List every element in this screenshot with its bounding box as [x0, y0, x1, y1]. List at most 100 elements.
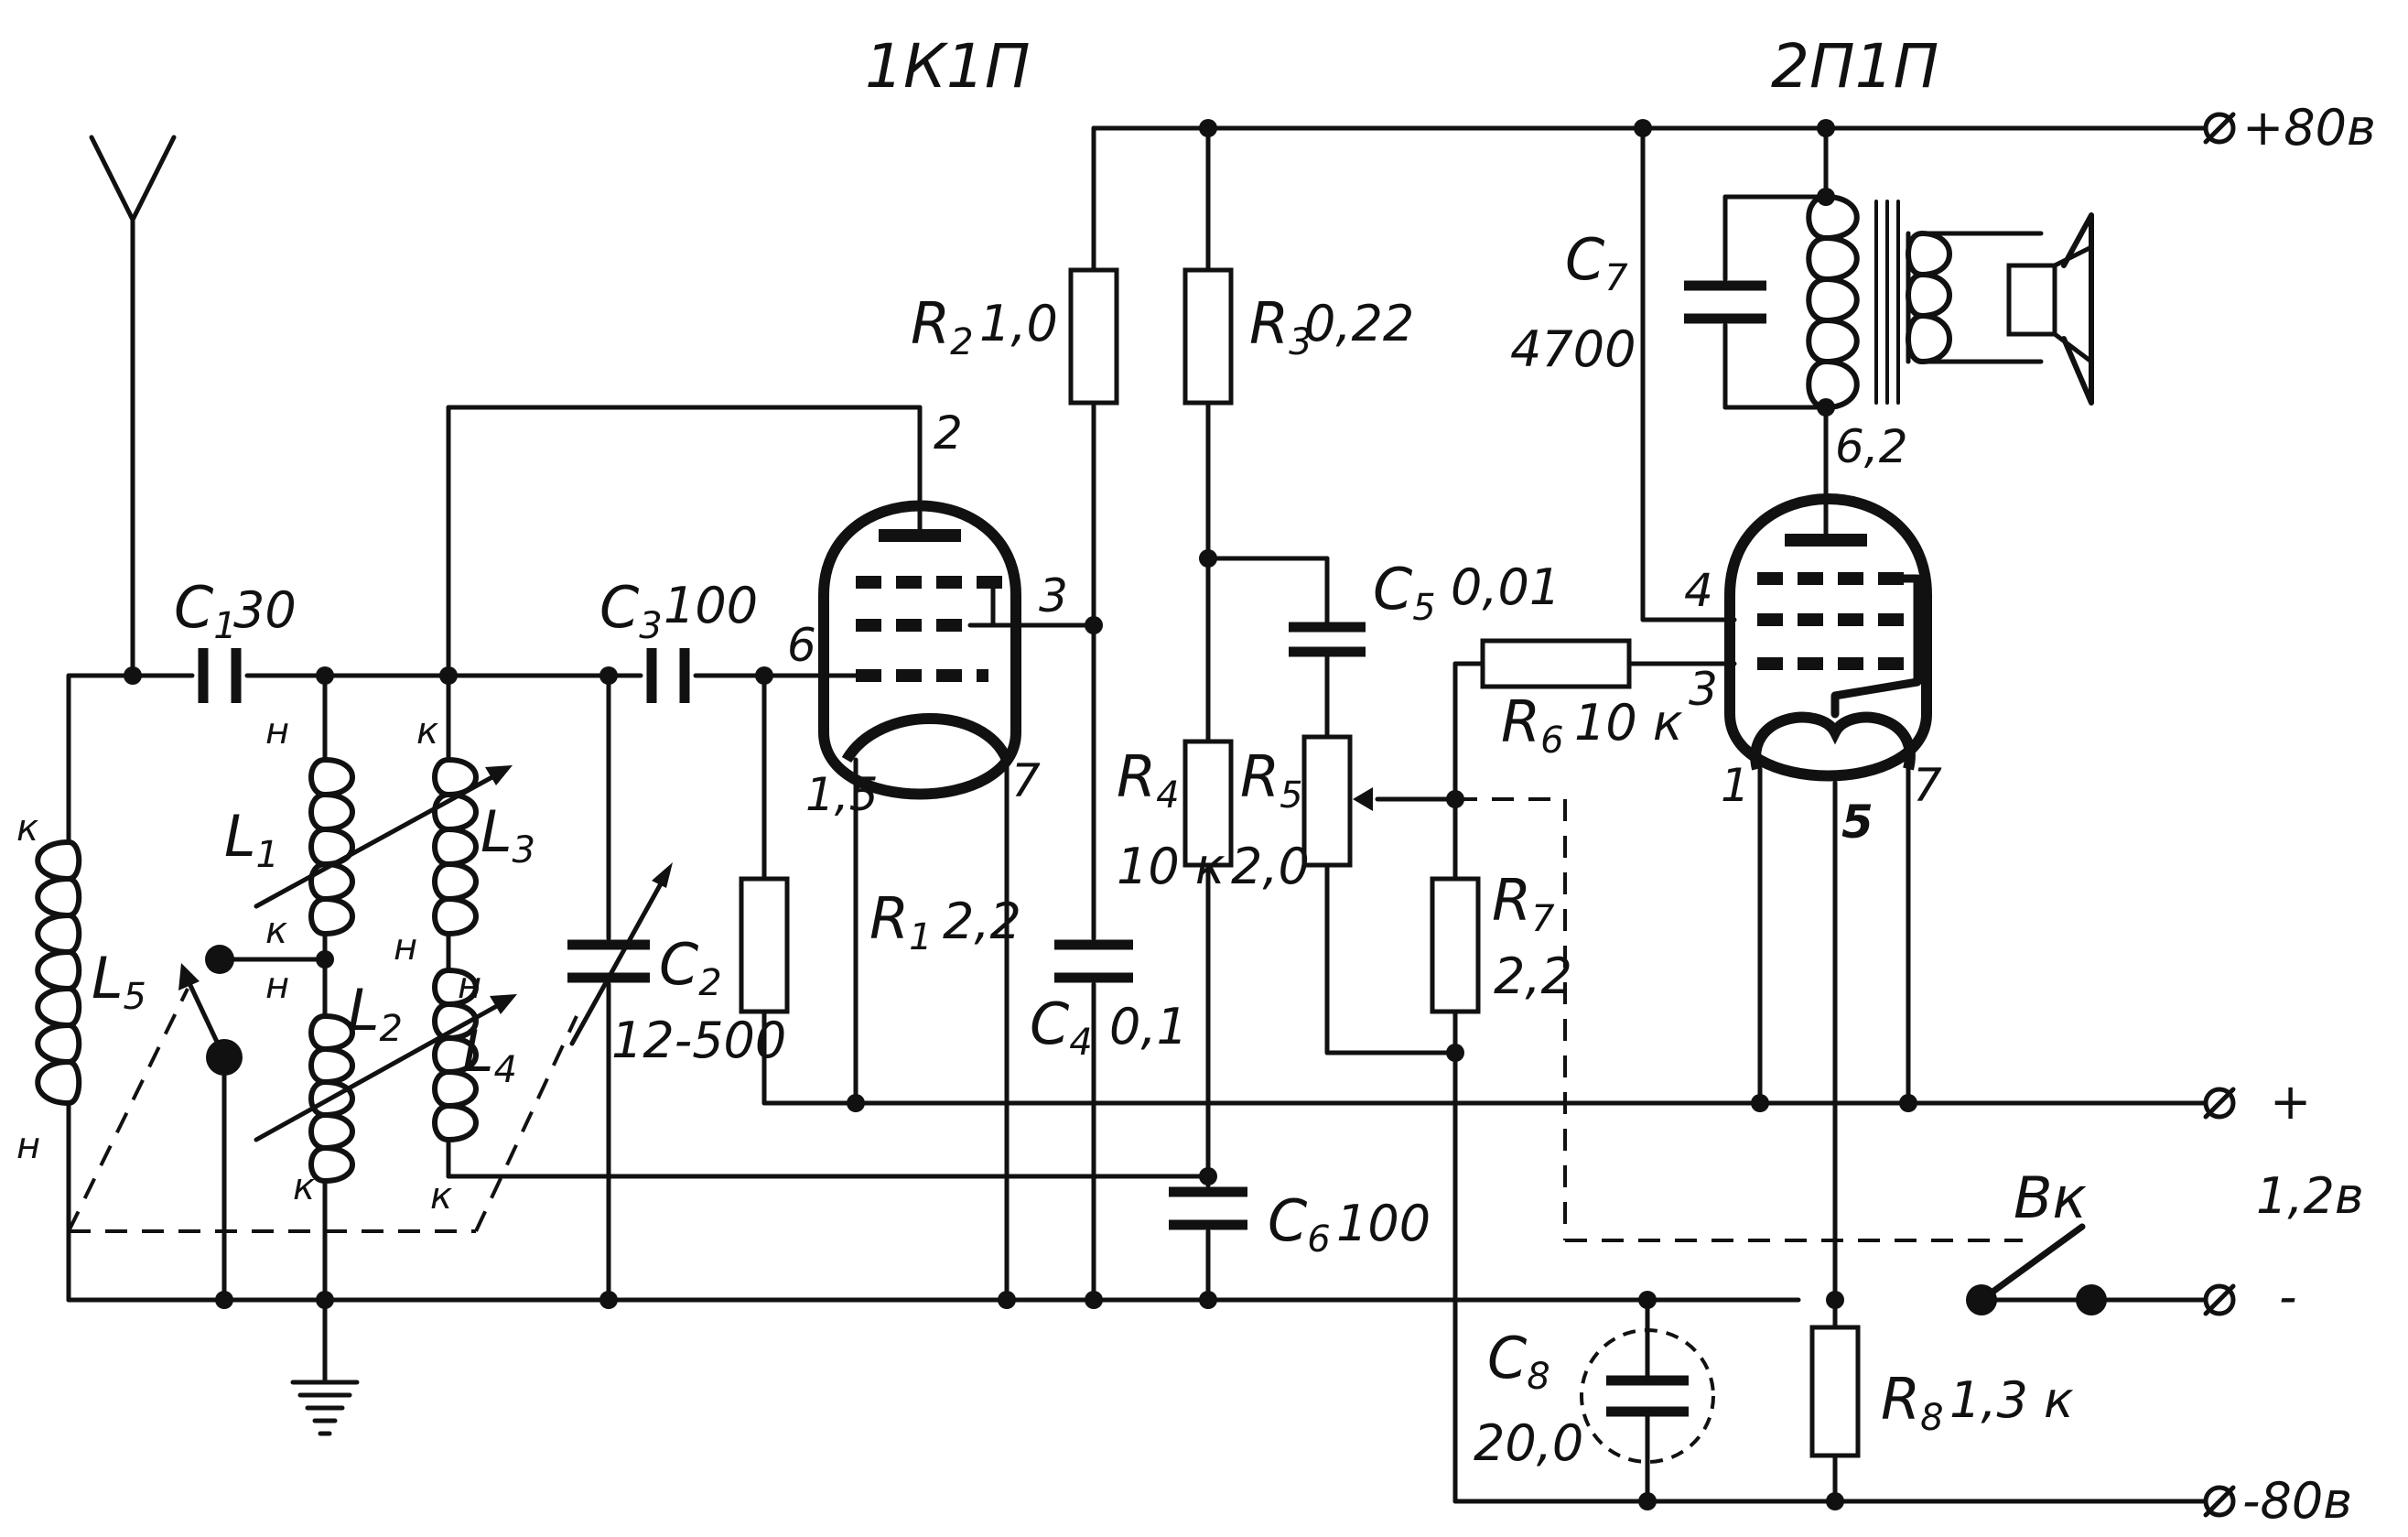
coil-l3: [432, 757, 479, 936]
mark-l3-start: н: [394, 926, 417, 969]
svg-text:4700: 4700: [1510, 320, 1636, 378]
capacitor-c5: [1289, 622, 1366, 657]
pin-right-fil-a: 1: [1721, 759, 1750, 812]
svg-text:12-500: 12-500: [611, 1012, 786, 1069]
terminal-plus: [2203, 1087, 2236, 1120]
terminal-minus80: [2203, 1485, 2236, 1518]
capacitor-c3: [646, 648, 690, 703]
svg-text:2,2: 2,2: [943, 893, 1021, 950]
coil-l1: [308, 757, 355, 936]
mark-l1-start: н: [265, 710, 289, 752]
label-r4: R4 10 к: [1117, 743, 1226, 895]
label-r3: R3 0,22: [1249, 290, 1414, 363]
terminal-plus80-label: +80в: [2242, 99, 2376, 157]
svg-text:C7: C7: [1565, 226, 1628, 299]
pin-left-anode: 2: [934, 406, 963, 460]
svg-text:C6: C6: [1268, 1187, 1331, 1261]
svg-text:C4: C4: [1030, 990, 1093, 1064]
mark-l3-end: к: [416, 710, 438, 752]
label-c4: C4 0,1: [1030, 990, 1188, 1064]
pin-right-fil-b: 7: [1913, 759, 1942, 812]
coil-l4: [432, 968, 479, 1142]
gang-linkage: [67, 797, 2023, 1242]
capacitor-c6: [1169, 1186, 1247, 1230]
resistor-r4: [1182, 739, 1234, 868]
tube-1k1p: [818, 500, 1021, 800]
wiring: [66, 125, 2218, 1504]
pin-left-g1: 6: [787, 619, 816, 672]
capacitor-c7: [1684, 280, 1766, 324]
svg-text:10 к: 10 к: [1574, 694, 1683, 752]
terminal-minus: [2203, 1283, 2236, 1316]
terminal-battery-label: 1,2в: [2256, 1167, 2364, 1225]
capacitor-c8: [1580, 1328, 1715, 1464]
svg-text:L5: L5: [92, 945, 146, 1018]
label-r1: R1 2,2: [869, 885, 1021, 958]
mark-l5-end: к: [16, 807, 38, 850]
label-c6: C6 100: [1268, 1187, 1431, 1261]
tube-2p1p: [1724, 493, 1932, 782]
power-switch[interactable]: [1966, 1223, 2208, 1315]
svg-text:C3: C3: [599, 574, 663, 647]
svg-text:L3: L3: [481, 798, 535, 871]
label-l2: L2: [348, 977, 403, 1050]
terminal-plus-label: +: [2270, 1073, 2311, 1131]
capacitor-c2-variable: [567, 862, 673, 1046]
svg-text:100: 100: [664, 577, 758, 634]
switch-label: Вк: [2014, 1164, 2088, 1231]
mark-l2-start: н: [265, 965, 289, 1007]
terminal-plus80: [2203, 112, 2236, 145]
svg-text:C5: C5: [1373, 556, 1436, 629]
svg-text:L2: L2: [348, 977, 403, 1050]
svg-text:C8: C8: [1487, 1325, 1550, 1398]
svg-text:R8: R8: [1881, 1366, 1944, 1439]
svg-text:C1: C1: [174, 574, 237, 647]
svg-text:R5: R5: [1240, 743, 1303, 817]
mark-l4-start: н: [458, 965, 481, 1007]
svg-text:R7: R7: [1492, 867, 1555, 940]
svg-text:R6: R6: [1501, 688, 1564, 762]
svg-text:R2: R2: [911, 290, 974, 363]
svg-text:0,01: 0,01: [1451, 558, 1560, 616]
pin-left-fil-b: 7: [1011, 754, 1041, 807]
tube-title-right: 2П1П: [1771, 31, 1938, 102]
svg-text:R3: R3: [1249, 290, 1312, 363]
mark-l4-end: к: [430, 1175, 452, 1218]
svg-text:2,0: 2,0: [1231, 838, 1310, 895]
tube-title-left: 1К1П: [865, 31, 1030, 102]
svg-text:20,0: 20,0: [1474, 1414, 1583, 1472]
mark-l1-end: к: [265, 910, 287, 952]
svg-text:L1: L1: [224, 803, 279, 876]
pin-left-fil-a: 1,5: [805, 768, 879, 821]
resistor-r3: [1182, 267, 1234, 406]
label-r8: R8 1,3 к: [1881, 1366, 2074, 1439]
terminal-minus-label: -: [2279, 1268, 2297, 1326]
resistor-r7: [1430, 876, 1481, 1014]
label-r5: R5 2,0: [1231, 743, 1310, 895]
tuning-arrows: [254, 765, 517, 1142]
pin-left-g2: 3: [1039, 569, 1068, 622]
label-c8: C8 20,0: [1474, 1325, 1583, 1472]
resistor-r6: [1480, 638, 1632, 689]
label-l5: L5: [92, 945, 146, 1018]
svg-text:C2: C2: [659, 931, 722, 1004]
label-c5: C5 0,01: [1373, 556, 1560, 629]
pin-right-g1: 3: [1689, 663, 1718, 716]
svg-text:R4: R4: [1117, 743, 1180, 817]
label-c1: C1 30: [174, 574, 297, 647]
svg-text:2,2: 2,2: [1494, 947, 1572, 1005]
label-c7: C7 4700: [1510, 226, 1636, 378]
svg-text:R1: R1: [869, 885, 933, 958]
svg-text:100: 100: [1336, 1195, 1431, 1252]
label-r7: R7 2,2: [1492, 867, 1572, 1005]
label-c2: C2 12-500: [611, 931, 786, 1069]
coil-l2: [308, 1013, 355, 1184]
terminal-minus80-label: -80в: [2242, 1472, 2352, 1530]
svg-text:0,1: 0,1: [1109, 998, 1188, 1055]
capacitor-c4: [1054, 939, 1133, 983]
label-l1: L1: [224, 803, 279, 876]
label-c3: C3 100: [599, 574, 758, 647]
svg-text:1,3 к: 1,3 к: [1949, 1371, 2074, 1429]
resistor-r1: [739, 876, 790, 1014]
